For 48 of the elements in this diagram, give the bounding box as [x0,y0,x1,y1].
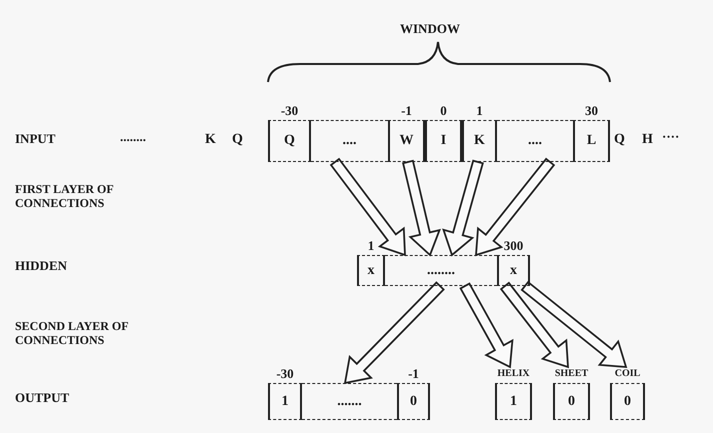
block-arrow [459,282,514,368]
index-label: -30 [276,366,294,382]
block-arrow [344,281,445,384]
sequence-cell: 0 [610,383,645,420]
index-label: 1 [368,238,374,254]
block-arrow [475,158,556,256]
sequence-cell: I [425,120,462,162]
text-label: INPUT [15,132,56,147]
text-label: K [205,132,216,148]
sequence-cell: .... [497,120,573,162]
text-label: ........ [120,130,146,145]
sequence-cell: Q [268,120,311,162]
sequence-cell: x [497,255,530,286]
sequence-cell: L [573,120,610,162]
sequence-cell: 1 [495,383,532,420]
index-label: 0 [440,103,447,119]
block-arrow [520,280,628,368]
index-label: -1 [408,366,419,382]
sequence-cell: 0 [397,383,430,420]
index-label: COIL [614,368,640,379]
index-label: 300 [504,238,524,254]
sequence-cell: K [462,120,497,162]
index-label: -1 [401,103,412,119]
sequence-cell: ....... [302,383,397,420]
index-label: -30 [280,103,298,119]
block-arrow [500,282,569,368]
text-label: SECOND LAYER OF CONNECTIONS [15,320,130,348]
text-label: H [642,132,653,148]
text-label: OUTPUT [15,391,70,406]
sequence-cell: x [357,255,385,286]
text-label: HIDDEN [15,259,68,274]
index-label: HELIX [497,368,530,379]
index-label: 1 [476,103,483,119]
text-label: ···· [662,130,680,145]
block-arrow [402,160,441,257]
sequence-cell: 1 [268,383,302,420]
block-arrow [330,158,406,256]
sequence-cell: ........ [385,255,497,286]
index-label: 30 [585,103,598,119]
sequence-cell: 0 [553,383,590,420]
block-arrow [442,160,484,257]
text-label: FIRST LAYER OF CONNECTIONS [15,183,114,211]
sequence-cell: .... [311,120,388,162]
text-label: Q [614,132,625,148]
index-label: SHEET [554,368,588,379]
text-label: Q [232,132,243,148]
text-label: WINDOW [400,22,460,37]
sequence-cell: W [388,120,425,162]
